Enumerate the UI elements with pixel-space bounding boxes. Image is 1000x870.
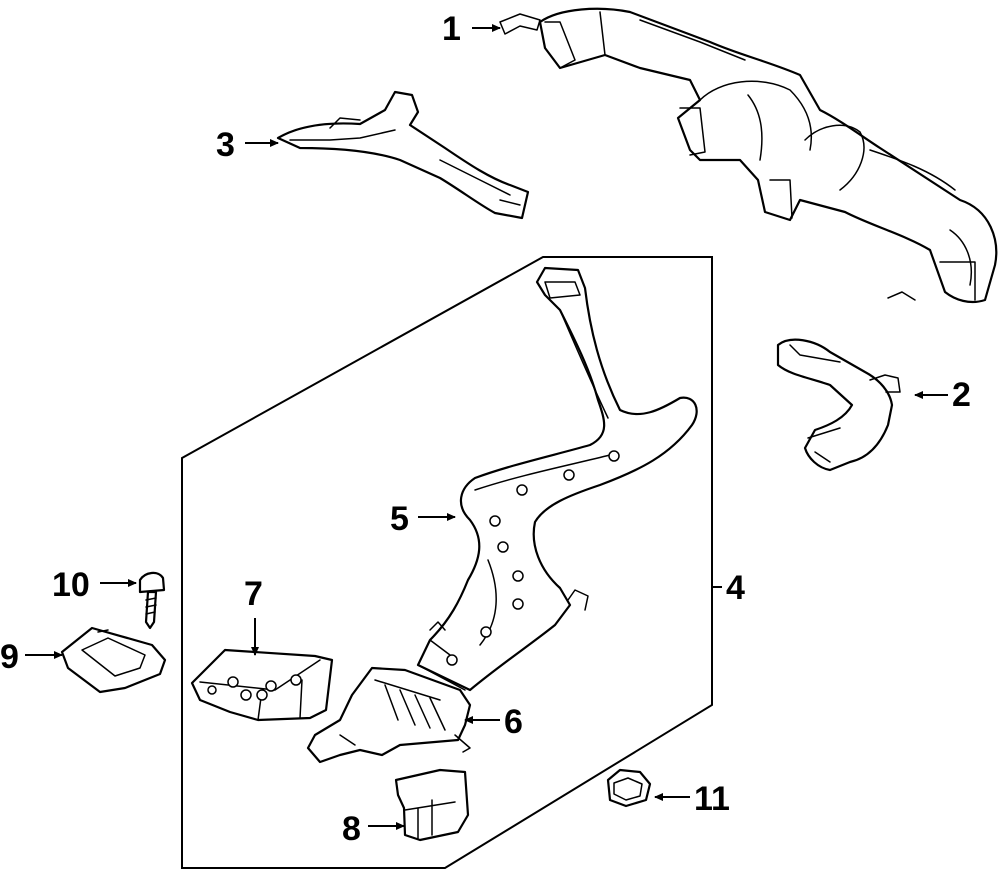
callout-8: 8 bbox=[342, 810, 361, 848]
callout-4: 4 bbox=[726, 569, 745, 607]
part-9-cover bbox=[60, 626, 167, 694]
part-8-bracket bbox=[394, 768, 470, 842]
part-3-left-duct bbox=[276, 90, 530, 220]
leader-lines bbox=[25, 24, 948, 830]
part-11-nut bbox=[606, 768, 652, 808]
part-2-side-duct bbox=[776, 338, 901, 472]
callout-1: 1 bbox=[442, 10, 461, 48]
callout-5: 5 bbox=[390, 500, 409, 538]
callout-3: 3 bbox=[216, 126, 235, 164]
duct-mounting-holes bbox=[446, 450, 620, 666]
callout-6: 6 bbox=[504, 703, 523, 741]
callout-labels: 1 2 3 4 5 6 7 8 9 10 11 bbox=[0, 10, 971, 848]
part-6-duct-adapter bbox=[306, 666, 472, 764]
callout-10: 10 bbox=[52, 566, 90, 604]
assembly-boundary bbox=[181, 256, 713, 869]
callout-9: 9 bbox=[0, 638, 19, 676]
part-7-front-duct bbox=[190, 648, 334, 722]
callout-7: 7 bbox=[244, 575, 263, 613]
part-5-floor-duct bbox=[416, 266, 698, 692]
part-10-screw bbox=[138, 571, 166, 630]
callout-11: 11 bbox=[694, 780, 730, 818]
callout-2: 2 bbox=[952, 376, 971, 414]
part-1-upper-duct bbox=[499, 7, 998, 304]
